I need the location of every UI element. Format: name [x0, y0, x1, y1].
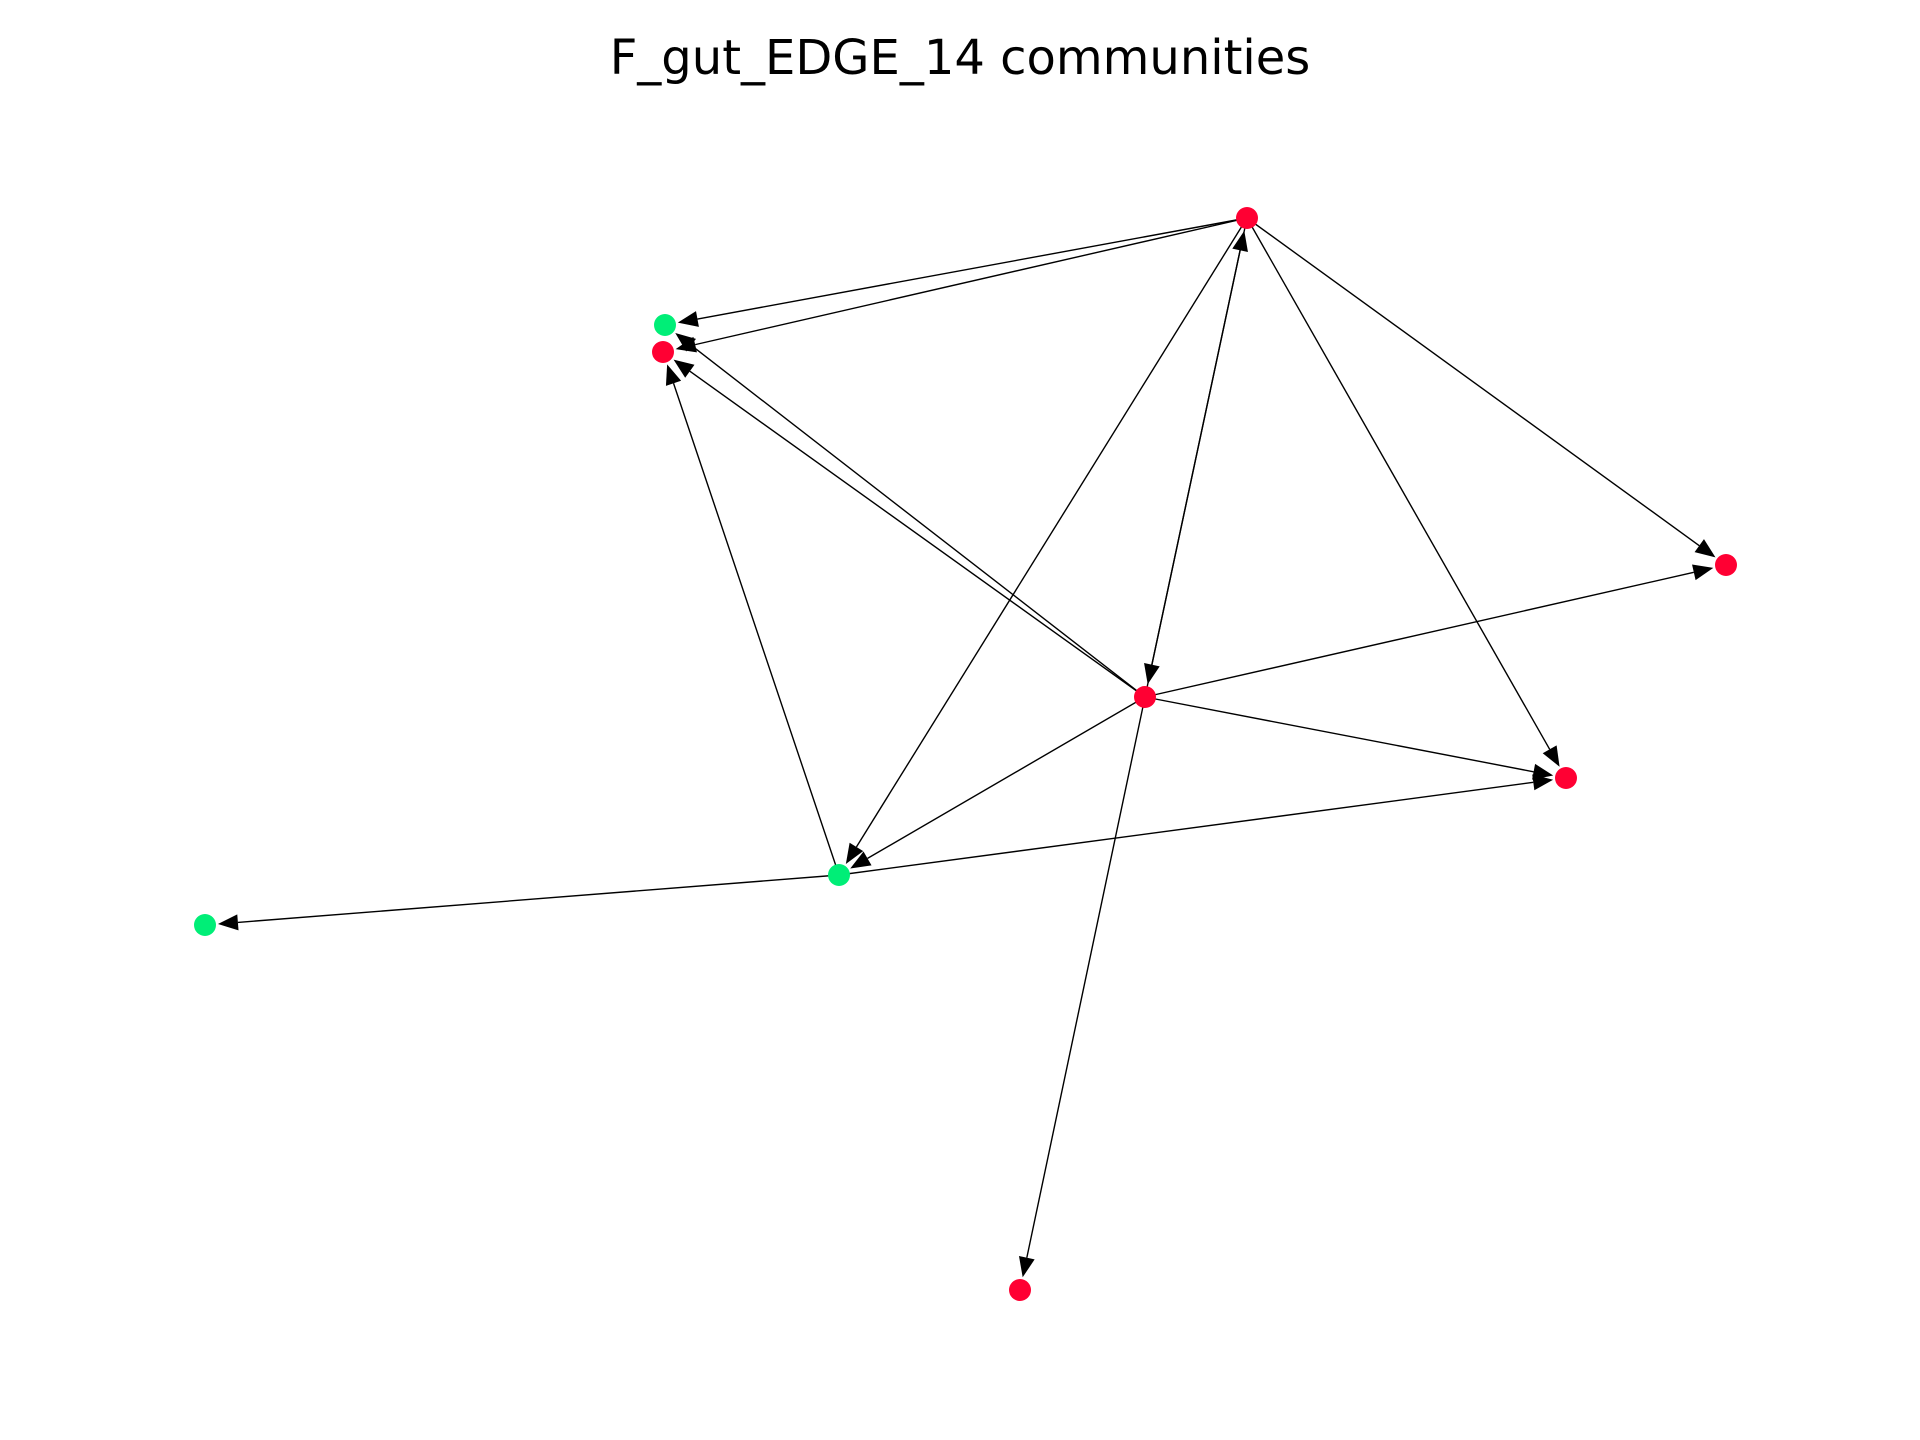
chart-title: F_gut_EDGE_14 communities: [609, 30, 1311, 86]
arrowhead-n1-n4: [1694, 539, 1716, 558]
arrowhead-n1-n7: [845, 842, 864, 864]
arrowhead-n1-n6: [1542, 745, 1560, 767]
node-n3: [652, 341, 674, 363]
edge-n1-n4: [1246, 217, 1700, 547]
arrowhead-n1-n2: [677, 311, 699, 327]
arrowhead-n5-n3: [673, 359, 695, 378]
edge-n5-n3: [689, 370, 1146, 698]
node-n1: [1236, 207, 1258, 229]
arrowhead-n5-n1: [1232, 230, 1248, 252]
edge-n1-n2: [697, 217, 1248, 320]
node-n5: [1134, 686, 1156, 708]
edges-layer: [217, 217, 1716, 1278]
arrowhead-n5-n6: [1532, 763, 1554, 780]
edge-n1-n6: [1246, 217, 1551, 750]
node-n2: [654, 314, 676, 336]
node-n8: [194, 914, 216, 936]
edge-n7-n8: [237, 874, 840, 924]
edge-n5-n6: [1144, 696, 1534, 773]
arrowhead-n7-n8: [217, 914, 239, 931]
edge-n5-n9: [1026, 696, 1146, 1258]
edge-n1-n7: [855, 217, 1248, 848]
node-n7: [828, 864, 850, 886]
node-n9: [1009, 1279, 1031, 1301]
arrowhead-n7-n6: [1532, 774, 1554, 791]
arrowhead-n1-n5: [1144, 663, 1160, 685]
arrowhead-n7-n3: [665, 364, 682, 386]
edge-n5-n1: [1144, 250, 1241, 698]
edge-n7-n6: [838, 781, 1534, 876]
edge-n1-n3: [695, 217, 1248, 346]
arrowhead-n5-n4: [1692, 564, 1714, 581]
arrowhead-n5-n2: [675, 332, 696, 352]
edge-n5-n2: [690, 344, 1146, 698]
node-n4: [1715, 554, 1737, 576]
arrowhead-n5-n9: [1018, 1256, 1035, 1278]
edge-n7-n3: [672, 383, 840, 876]
nodes-layer: [194, 207, 1737, 1301]
edge-n5-n4: [1144, 571, 1694, 698]
node-n6: [1555, 767, 1577, 789]
arrowhead-n5-n7: [850, 851, 872, 869]
edge-n5-n7: [867, 696, 1146, 860]
